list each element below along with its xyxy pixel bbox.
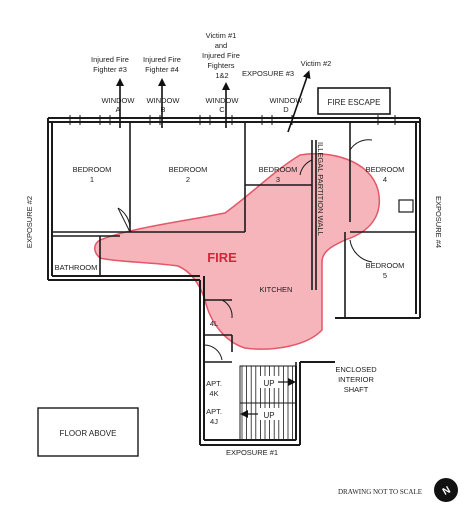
fire-escape-box [317,87,391,115]
annotation-arrows [116,70,311,133]
north-arrow-icon: N [434,478,458,502]
apt-4k-label: APT.4K [206,379,222,398]
kitchen-label: KITCHEN [260,285,293,294]
fire-label: FIRE [207,250,237,265]
floor-above-box [37,407,139,457]
exposure-2-label: EXPOSURE #2 [25,196,34,248]
window-ticks [69,115,396,125]
scale-note: DRAWING NOT TO SCALE [338,488,422,496]
exposure-3-label: EXPOSURE #3 [242,69,294,78]
apt-4l-label: 4L [210,319,218,328]
victim-1-annotation: Victim #1 and Injured Fire Fighters 1&2 [202,31,242,80]
fire-escape-label: FIRE ESCAPE [328,98,381,107]
door-swings [117,139,414,361]
stairs [239,365,297,441]
victim-2-annotation: Victim #2 [301,59,332,68]
exposure-1-label: EXPOSURE #1 [226,448,278,457]
bathroom-label: BATHROOM [55,263,98,272]
floor-above-label: FLOOR ABOVE [60,429,117,438]
fire-area [94,153,381,350]
stair-up-badge-2 [258,408,280,420]
stair-up-label-2: UP [263,411,274,420]
svg-text:N: N [441,485,453,498]
exposure-4-label: EXPOSURE #4 [434,196,443,248]
stair-up-badge-1 [258,376,280,388]
illegal-partition-wall-label: ILLEGAL PARTITION WALL [316,142,325,236]
apt-4j-label: APT.4J [206,407,222,426]
stair-up-label-1: UP [263,379,274,388]
